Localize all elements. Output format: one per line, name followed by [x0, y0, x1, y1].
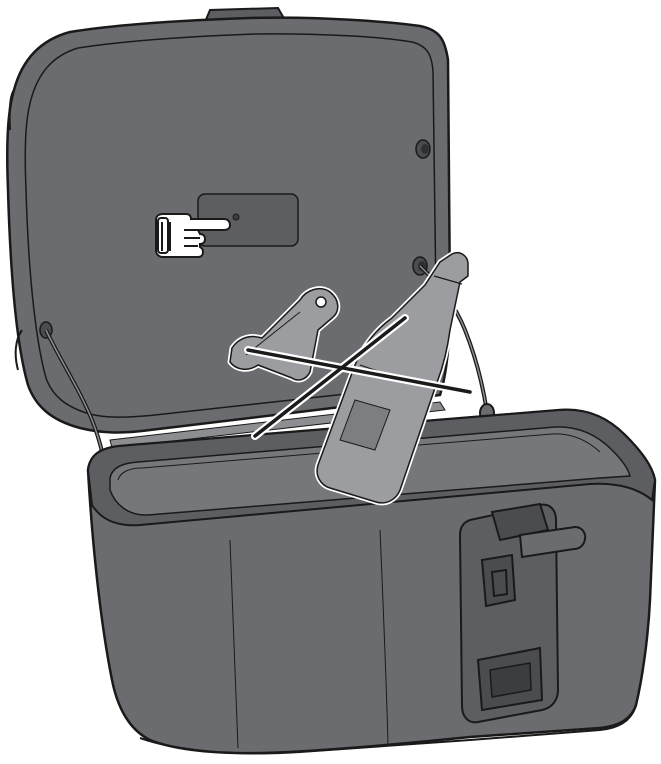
lid-hinge-upper — [416, 140, 430, 158]
label-plate-hole — [233, 214, 239, 220]
latch-hook — [482, 555, 515, 606]
